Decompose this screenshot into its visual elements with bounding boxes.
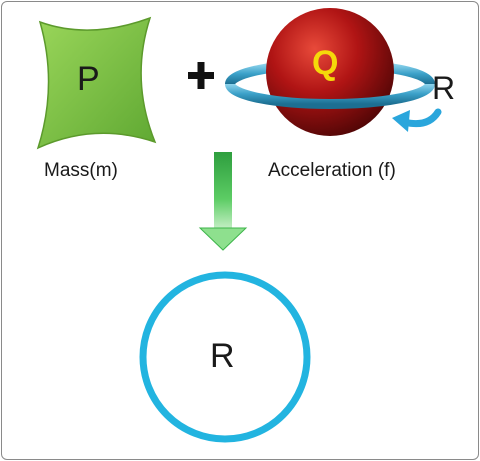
ring-front	[225, 83, 435, 109]
acceleration-caption: Acceleration (f)	[268, 160, 396, 181]
sphere-letter: Q	[312, 44, 339, 82]
result-letter: R	[210, 337, 235, 375]
rotation-label: R	[432, 70, 456, 106]
rotation-arrow-icon	[392, 108, 442, 132]
down-arrow-icon	[198, 152, 248, 251]
mass-letter: P	[77, 60, 100, 98]
mass-shape	[36, 16, 157, 150]
plus-icon	[188, 62, 214, 89]
mass-caption: Mass(m)	[44, 160, 118, 181]
result-ring	[139, 271, 311, 443]
